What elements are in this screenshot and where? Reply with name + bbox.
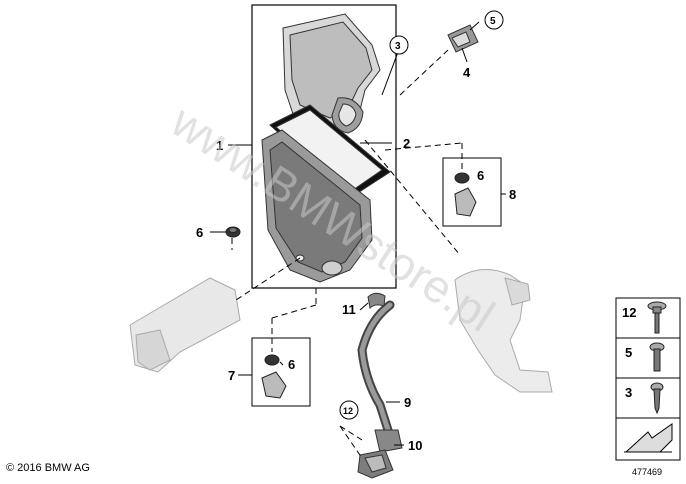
- callout-6-bracket-8: 6: [477, 168, 484, 183]
- dash-lines: [231, 49, 463, 459]
- assembly-frame: [251, 4, 397, 289]
- callout-circle-5: [484, 10, 504, 30]
- callout-12: 12: [343, 406, 353, 416]
- callout-6-left: 6: [196, 225, 203, 240]
- legend-number-12: 12: [622, 305, 636, 320]
- callout-5: 5: [490, 16, 496, 27]
- callout-2: 2: [403, 136, 410, 151]
- copyright-text: © 2016 BMW AG: [6, 462, 90, 474]
- callout-4: 4: [463, 65, 471, 80]
- screw-icon: [650, 382, 664, 415]
- washer-bolt-icon: [647, 301, 667, 334]
- bracket-8-box: [442, 157, 502, 227]
- vent-hose-icon: [357, 300, 403, 453]
- callout-9: 9: [404, 395, 411, 410]
- callout-circle-3: [389, 35, 409, 55]
- callout-1: 1: [216, 138, 223, 153]
- callout-circle-12: [339, 400, 359, 420]
- legend-number-3: 3: [625, 385, 632, 400]
- legend-number-5: 5: [625, 345, 632, 360]
- intake-duct-icon: [129, 277, 241, 373]
- fastener-legend: 12 5 3: [615, 297, 681, 461]
- sensor-icon: [447, 24, 479, 53]
- bracket-8-icon: [454, 172, 477, 217]
- rubber-mount-icon: [225, 226, 241, 238]
- bracket-7-icon: [261, 354, 287, 399]
- callout-6-bracket-7: 6: [288, 357, 295, 372]
- direction-arrow-icon: [624, 423, 673, 453]
- connector-icon: [357, 449, 394, 479]
- clip-icon: [367, 292, 386, 310]
- bolt-icon: [649, 342, 665, 372]
- bracket-7-box: [251, 337, 311, 407]
- callout-8: 8: [509, 187, 516, 202]
- callout-10: 10: [408, 438, 422, 453]
- filter-housing-bottom-icon: [261, 129, 373, 283]
- image-number: 477469: [632, 467, 663, 477]
- leader-lines: [210, 21, 506, 446]
- callout-3: 3: [395, 41, 401, 52]
- callout-11: 11: [342, 302, 356, 317]
- intake-pipe-icon: [454, 269, 553, 393]
- callout-7: 7: [228, 368, 235, 383]
